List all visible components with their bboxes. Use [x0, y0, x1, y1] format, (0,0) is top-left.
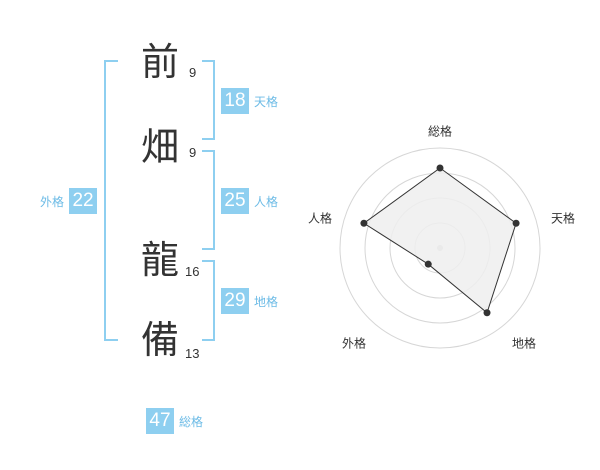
- radar-axis-label: 外格: [342, 336, 366, 351]
- gaikaku-score: 外格 22: [40, 188, 98, 214]
- radar-axis-label: 人格: [308, 211, 332, 226]
- radar-ring: [339, 147, 541, 349]
- stroke-count-1: 9: [189, 65, 197, 80]
- radar-point-4: [424, 260, 432, 268]
- chikaku-bracket: [202, 260, 215, 341]
- radar-point-5: [360, 219, 368, 227]
- radar-point-1: [436, 164, 444, 172]
- stroke-count-3: 16: [185, 264, 200, 279]
- tenkaku-label: 天格: [254, 94, 279, 109]
- name-char-3: 龍: [140, 238, 179, 282]
- radar-axis-label: 天格: [551, 211, 575, 226]
- gaikaku-bracket: [104, 60, 118, 341]
- jinkaku-value: 25: [221, 188, 249, 214]
- chikaku-label: 地格: [254, 294, 279, 309]
- name-char-2: 畑: [140, 125, 179, 169]
- gaikaku-label: 外格: [40, 194, 65, 209]
- radar-point-2: [512, 219, 520, 227]
- soukaku-value: 47: [146, 408, 174, 434]
- radar-polygon: [363, 167, 517, 314]
- jinkaku-score: 25 人格: [221, 188, 278, 214]
- tenkaku-bracket: [202, 60, 215, 140]
- jinkaku-label: 人格: [254, 194, 279, 209]
- jinkaku-bracket: [202, 150, 215, 250]
- tenkaku-value: 18: [221, 88, 249, 114]
- chikaku-score: 29 地格: [221, 288, 278, 314]
- radar-axis-label: 総格: [428, 124, 452, 139]
- name-char-4: 備: [140, 318, 179, 362]
- chikaku-value: 29: [221, 288, 249, 314]
- soukaku-score: 47 総格: [146, 408, 203, 434]
- stroke-count-2: 9: [189, 145, 197, 160]
- name-char-1: 前: [140, 40, 179, 84]
- tenkaku-score: 18 天格: [221, 88, 278, 114]
- stroke-count-4: 13: [185, 346, 200, 361]
- radar-axis-label: 地格: [512, 336, 536, 351]
- soukaku-label: 総格: [179, 414, 204, 429]
- gaikaku-value: 22: [69, 188, 98, 214]
- radar-point-3: [483, 309, 491, 317]
